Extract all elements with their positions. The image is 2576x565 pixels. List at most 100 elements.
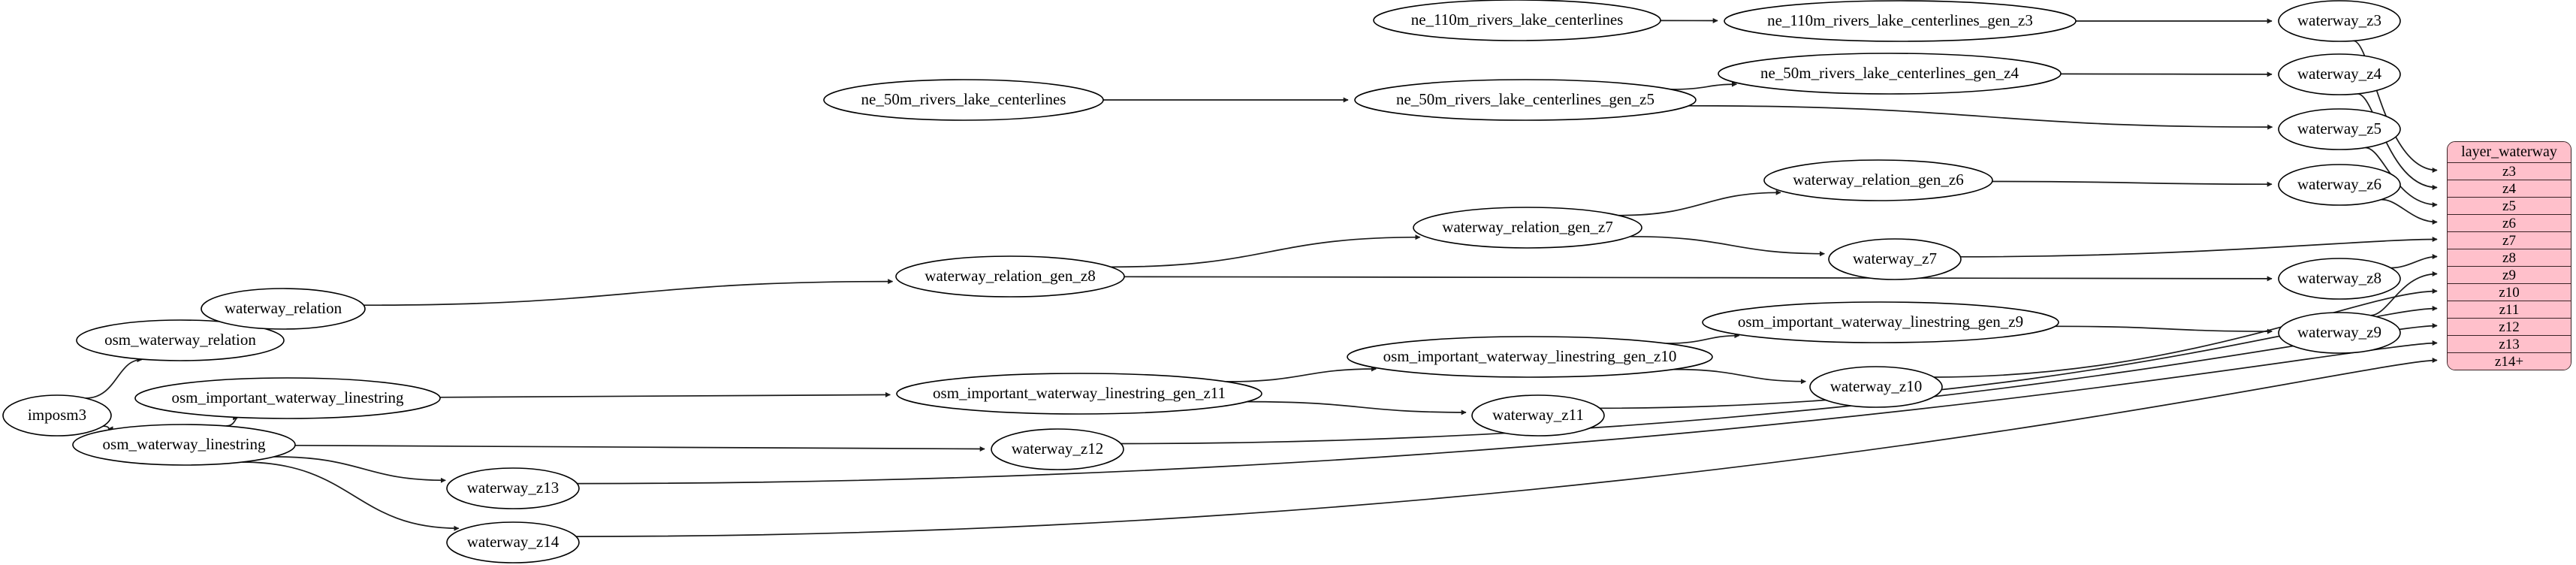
node-label-osm_important_waterway_linestring_gen_z11: osm_important_waterway_linestring_gen_z1… <box>933 384 1226 402</box>
legend-row-z11[interactable]: z11 <box>2448 301 2571 318</box>
edge-osm_important_waterway_linestring_gen_z11-to-osm_important_waterway_linestring_gen_z10 <box>1226 366 1377 382</box>
node-label-waterway_relation_gen_z6: waterway_relation_gen_z6 <box>1793 171 1963 189</box>
edge-osm_important_waterway_linestring_gen_z10-to-waterway_z10 <box>1673 368 1806 385</box>
node-shape-ne_110m_rivers_lake_centerlines_gen_z3[interactable] <box>1724 0 2077 42</box>
legend-row-z7[interactable]: z7 <box>2448 231 2571 249</box>
node-shape-osm_important_waterway_linestring[interactable] <box>134 377 441 419</box>
node-ne_110m_rivers_lake_centerlines[interactable]: ne_110m_rivers_lake_centerlines <box>1373 0 1661 41</box>
legend-row-z6[interactable]: z6 <box>2448 214 2571 231</box>
edge-waterway_relation_gen_z6-to-waterway_z6 <box>1992 180 2273 187</box>
legend-row-z9[interactable]: z9 <box>2448 266 2571 283</box>
node-shape-ne_50m_rivers_lake_centerlines_gen_z4[interactable] <box>1718 53 2062 95</box>
node-osm_waterway_relation[interactable]: osm_waterway_relation <box>76 319 285 361</box>
edge-waterway_z6-to-layer_waterway_z6 <box>2381 198 2438 225</box>
node-label-osm_important_waterway_linestring: osm_important_waterway_linestring <box>171 388 404 406</box>
node-ne_50m_rivers_lake_centerlines_gen_z5[interactable]: ne_50m_rivers_lake_centerlines_gen_z5 <box>1354 79 1697 121</box>
node-waterway_z7[interactable]: waterway_z7 <box>1828 238 1962 280</box>
node-label-ne_110m_rivers_lake_centerlines: ne_110m_rivers_lake_centerlines <box>1411 11 1624 29</box>
node-shape-waterway_z4[interactable] <box>2278 53 2401 95</box>
node-osm_waterway_linestring[interactable]: osm_waterway_linestring <box>72 424 296 466</box>
node-label-osm_important_waterway_linestring_gen_z9: osm_important_waterway_linestring_gen_z9 <box>1738 313 2023 331</box>
node-osm_important_waterway_linestring[interactable]: osm_important_waterway_linestring <box>134 377 441 419</box>
node-waterway_z13[interactable]: waterway_z13 <box>446 467 580 509</box>
node-label-ne_50m_rivers_lake_centerlines: ne_50m_rivers_lake_centerlines <box>861 90 1066 108</box>
node-shape-waterway_z9[interactable] <box>2278 312 2401 354</box>
node-shape-waterway_z11[interactable] <box>1471 394 1605 437</box>
node-waterway_z9[interactable]: waterway_z9 <box>2278 312 2401 354</box>
node-shape-osm_waterway_relation[interactable] <box>76 319 285 361</box>
node-shape-waterway_z8[interactable] <box>2278 258 2401 300</box>
edge-waterway_relation-to-waterway_relation_gen_z8 <box>363 279 894 307</box>
edge-waterway_relation_gen_z7-to-waterway_relation_gen_z6 <box>1618 189 1781 216</box>
node-shape-waterway_z3[interactable] <box>2278 0 2401 42</box>
node-shape-waterway_z14[interactable] <box>446 521 580 563</box>
node-label-waterway_relation_gen_z7: waterway_relation_gen_z7 <box>1442 218 1612 236</box>
node-label-waterway_z3: waterway_z3 <box>2297 11 2381 29</box>
node-shape-waterway_z7[interactable] <box>1828 238 1962 280</box>
node-osm_important_waterway_linestring_gen_z9[interactable]: osm_important_waterway_linestring_gen_z9 <box>1702 301 2059 343</box>
node-shape-waterway_relation_gen_z8[interactable] <box>895 255 1125 298</box>
node-shape-waterway_z6[interactable] <box>2278 164 2401 206</box>
legend-row-z8[interactable]: z8 <box>2448 249 2571 266</box>
node-label-imposm3: imposm3 <box>28 406 86 424</box>
node-waterway_z8[interactable]: waterway_z8 <box>2278 258 2401 300</box>
node-waterway_z5[interactable]: waterway_z5 <box>2278 108 2401 150</box>
node-waterway_z10[interactable]: waterway_z10 <box>1809 366 1943 408</box>
node-waterway_z3[interactable]: waterway_z3 <box>2278 0 2401 42</box>
edge-waterway_z9-to-layer_waterway_z9 <box>2370 271 2438 316</box>
node-shape-osm_important_waterway_linestring_gen_z11[interactable] <box>896 373 1262 415</box>
node-label-waterway_z9: waterway_z9 <box>2297 323 2381 341</box>
node-ne_50m_rivers_lake_centerlines_gen_z4[interactable]: ne_50m_rivers_lake_centerlines_gen_z4 <box>1718 53 2062 95</box>
edge-ne_50m_rivers_lake_centerlines_gen_z5-to-waterway_z5 <box>1688 104 2273 130</box>
edge-osm_waterway_linestring-to-waterway_z14 <box>242 461 460 531</box>
node-waterway_relation_gen_z8[interactable]: waterway_relation_gen_z8 <box>895 255 1125 298</box>
edge-osm_waterway_linestring-to-osm_important_waterway_linestring <box>225 415 239 427</box>
node-shape-waterway_z10[interactable] <box>1809 366 1943 408</box>
legend-row-z3[interactable]: z3 <box>2448 162 2571 180</box>
node-ne_110m_rivers_lake_centerlines_gen_z3[interactable]: ne_110m_rivers_lake_centerlines_gen_z3 <box>1724 0 2077 42</box>
edge-osm_important_waterway_linestring-to-osm_important_waterway_linestring_gen_z11 <box>439 391 891 398</box>
node-waterway_z11[interactable]: waterway_z11 <box>1471 394 1605 437</box>
node-shape-waterway_relation_gen_z7[interactable] <box>1413 207 1642 249</box>
node-label-ne_50m_rivers_lake_centerlines_gen_z4: ne_50m_rivers_lake_centerlines_gen_z4 <box>1760 64 2019 82</box>
edge-imposm3-to-osm_waterway_relation <box>85 357 143 399</box>
legend-row-z12[interactable]: z12 <box>2448 318 2571 335</box>
node-label-waterway_z4: waterway_z4 <box>2297 65 2381 83</box>
node-shape-waterway_z13[interactable] <box>446 467 580 509</box>
edge-osm_important_waterway_linestring_gen_z11-to-waterway_z11 <box>1247 400 1467 415</box>
node-waterway_z4[interactable]: waterway_z4 <box>2278 53 2401 95</box>
node-label-osm_important_waterway_linestring_gen_z10: osm_important_waterway_linestring_gen_z1… <box>1383 347 1677 365</box>
legend-row-z13[interactable]: z13 <box>2448 335 2571 352</box>
legend-row-z5[interactable]: z5 <box>2448 197 2571 214</box>
node-shape-osm_waterway_linestring[interactable] <box>72 424 296 466</box>
node-shape-waterway_z5[interactable] <box>2278 108 2401 150</box>
node-waterway_relation_gen_z6[interactable]: waterway_relation_gen_z6 <box>1763 159 1993 201</box>
node-osm_important_waterway_linestring_gen_z11[interactable]: osm_important_waterway_linestring_gen_z1… <box>896 373 1262 415</box>
edge-waterway_relation_gen_z8-to-waterway_z8 <box>1124 276 2273 282</box>
node-waterway_relation[interactable]: waterway_relation <box>201 288 366 330</box>
node-shape-imposm3[interactable] <box>2 394 112 437</box>
node-ne_50m_rivers_lake_centerlines[interactable]: ne_50m_rivers_lake_centerlines <box>823 79 1104 121</box>
node-shape-ne_50m_rivers_lake_centerlines_gen_z5[interactable] <box>1354 79 1697 121</box>
node-shape-waterway_z12[interactable] <box>991 428 1124 470</box>
legend-row-z10[interactable]: z10 <box>2448 283 2571 301</box>
node-shape-waterway_relation_gen_z6[interactable] <box>1763 159 1993 201</box>
node-label-waterway_z7: waterway_z7 <box>1853 249 1937 267</box>
node-shape-ne_50m_rivers_lake_centerlines[interactable] <box>823 79 1104 121</box>
node-shape-osm_important_waterway_linestring_gen_z10[interactable] <box>1347 336 1713 378</box>
node-waterway_z14[interactable]: waterway_z14 <box>446 521 580 563</box>
node-shape-ne_110m_rivers_lake_centerlines[interactable] <box>1373 0 1661 41</box>
node-osm_important_waterway_linestring_gen_z10[interactable]: osm_important_waterway_linestring_gen_z1… <box>1347 336 1713 378</box>
node-imposm3[interactable]: imposm3 <box>2 394 112 437</box>
node-waterway_z6[interactable]: waterway_z6 <box>2278 164 2401 206</box>
node-label-waterway_relation: waterway_relation <box>225 299 342 317</box>
node-shape-waterway_relation[interactable] <box>201 288 366 330</box>
node-shape-osm_important_waterway_linestring_gen_z9[interactable] <box>1702 301 2059 343</box>
node-label-waterway_relation_gen_z8: waterway_relation_gen_z8 <box>925 267 1095 285</box>
legend-row-z14[interactable]: z14+ <box>2448 352 2571 370</box>
legend-row-z4[interactable]: z4 <box>2448 180 2571 197</box>
edge-waterway_z10-to-layer_waterway_z10 <box>1934 289 2438 378</box>
node-waterway_z12[interactable]: waterway_z12 <box>991 428 1124 470</box>
node-waterway_relation_gen_z7[interactable]: waterway_relation_gen_z7 <box>1413 207 1642 249</box>
